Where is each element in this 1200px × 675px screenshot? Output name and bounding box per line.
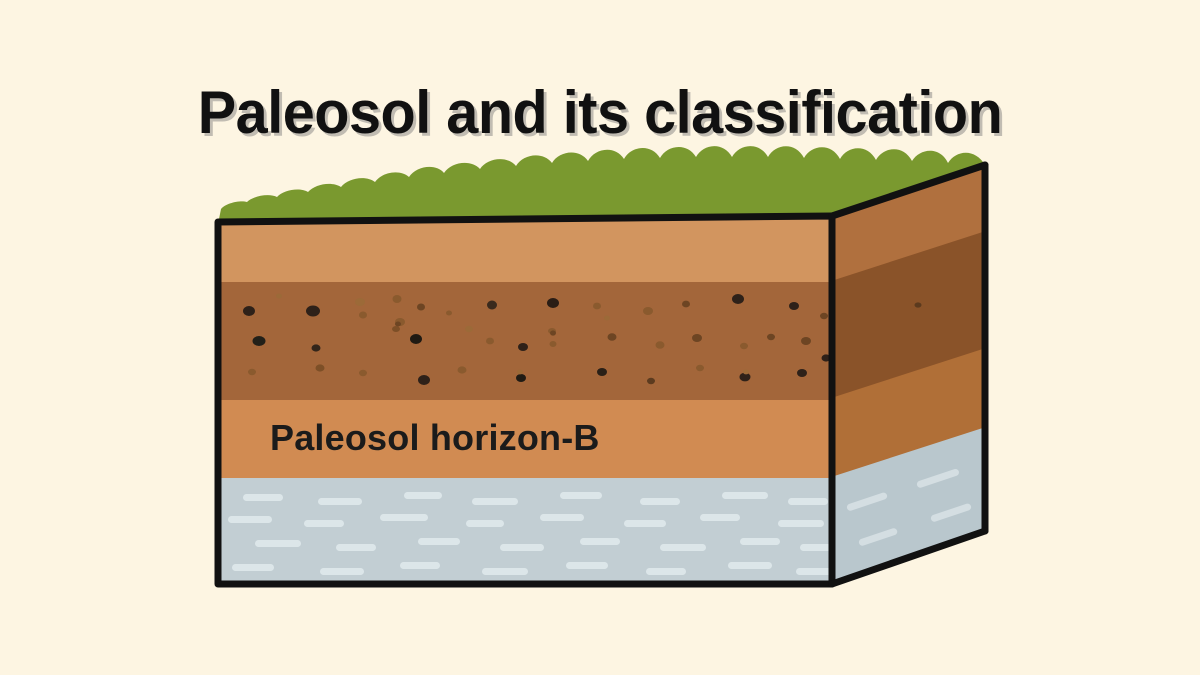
block-outline [214, 161, 989, 588]
side-face [832, 165, 985, 584]
page-title: Paleosol and its classification [197, 79, 1003, 147]
front-layer-speckled-subsoil [218, 282, 832, 404]
paleosol-horizon-b-label: Paleosol horizon-B [270, 417, 600, 458]
top-right-edge [828, 161, 989, 220]
grass-top-surface [218, 146, 985, 224]
front-layer-paleosol-horizon-b [218, 400, 832, 482]
bottom-right-edge [828, 527, 989, 588]
side-speckle [914, 302, 922, 308]
front-face [218, 216, 832, 584]
side-layer-horizon-a [832, 165, 985, 285]
grass-shape [218, 146, 985, 224]
speckle-group-front [243, 293, 831, 385]
bedrock-dash-group-front [228, 492, 832, 575]
side-layer-paleosol-horizon-b [832, 345, 985, 482]
front-layer-horizon-a [218, 216, 832, 288]
